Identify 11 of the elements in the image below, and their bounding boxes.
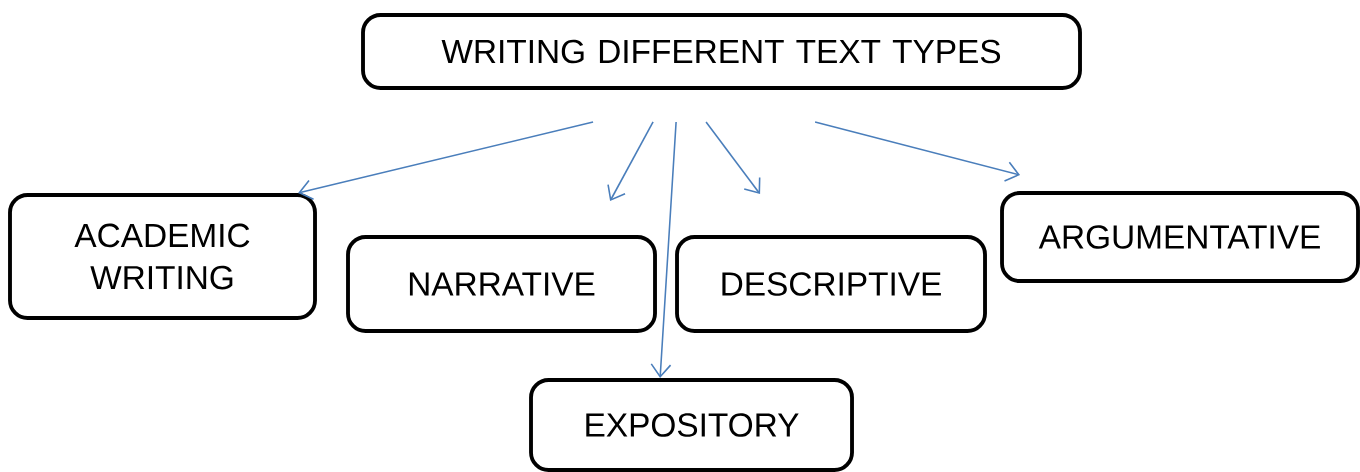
arrow [650, 121, 677, 379]
text-box: WRITING DIFFERENT TEXT TYPES [361, 13, 1082, 90]
arrow [298, 121, 594, 201]
text-box: ACADEMIC WRITING [8, 193, 317, 320]
text-box: EXPOSITORY [529, 378, 854, 472]
arrow [814, 121, 1021, 182]
text-box: NARRATIVE [346, 235, 657, 333]
arrow [607, 121, 654, 202]
arrow [705, 121, 761, 195]
text-box: DESCRIPTIVE [675, 235, 987, 333]
text-box: ARGUMENTATIVE [1000, 191, 1360, 283]
